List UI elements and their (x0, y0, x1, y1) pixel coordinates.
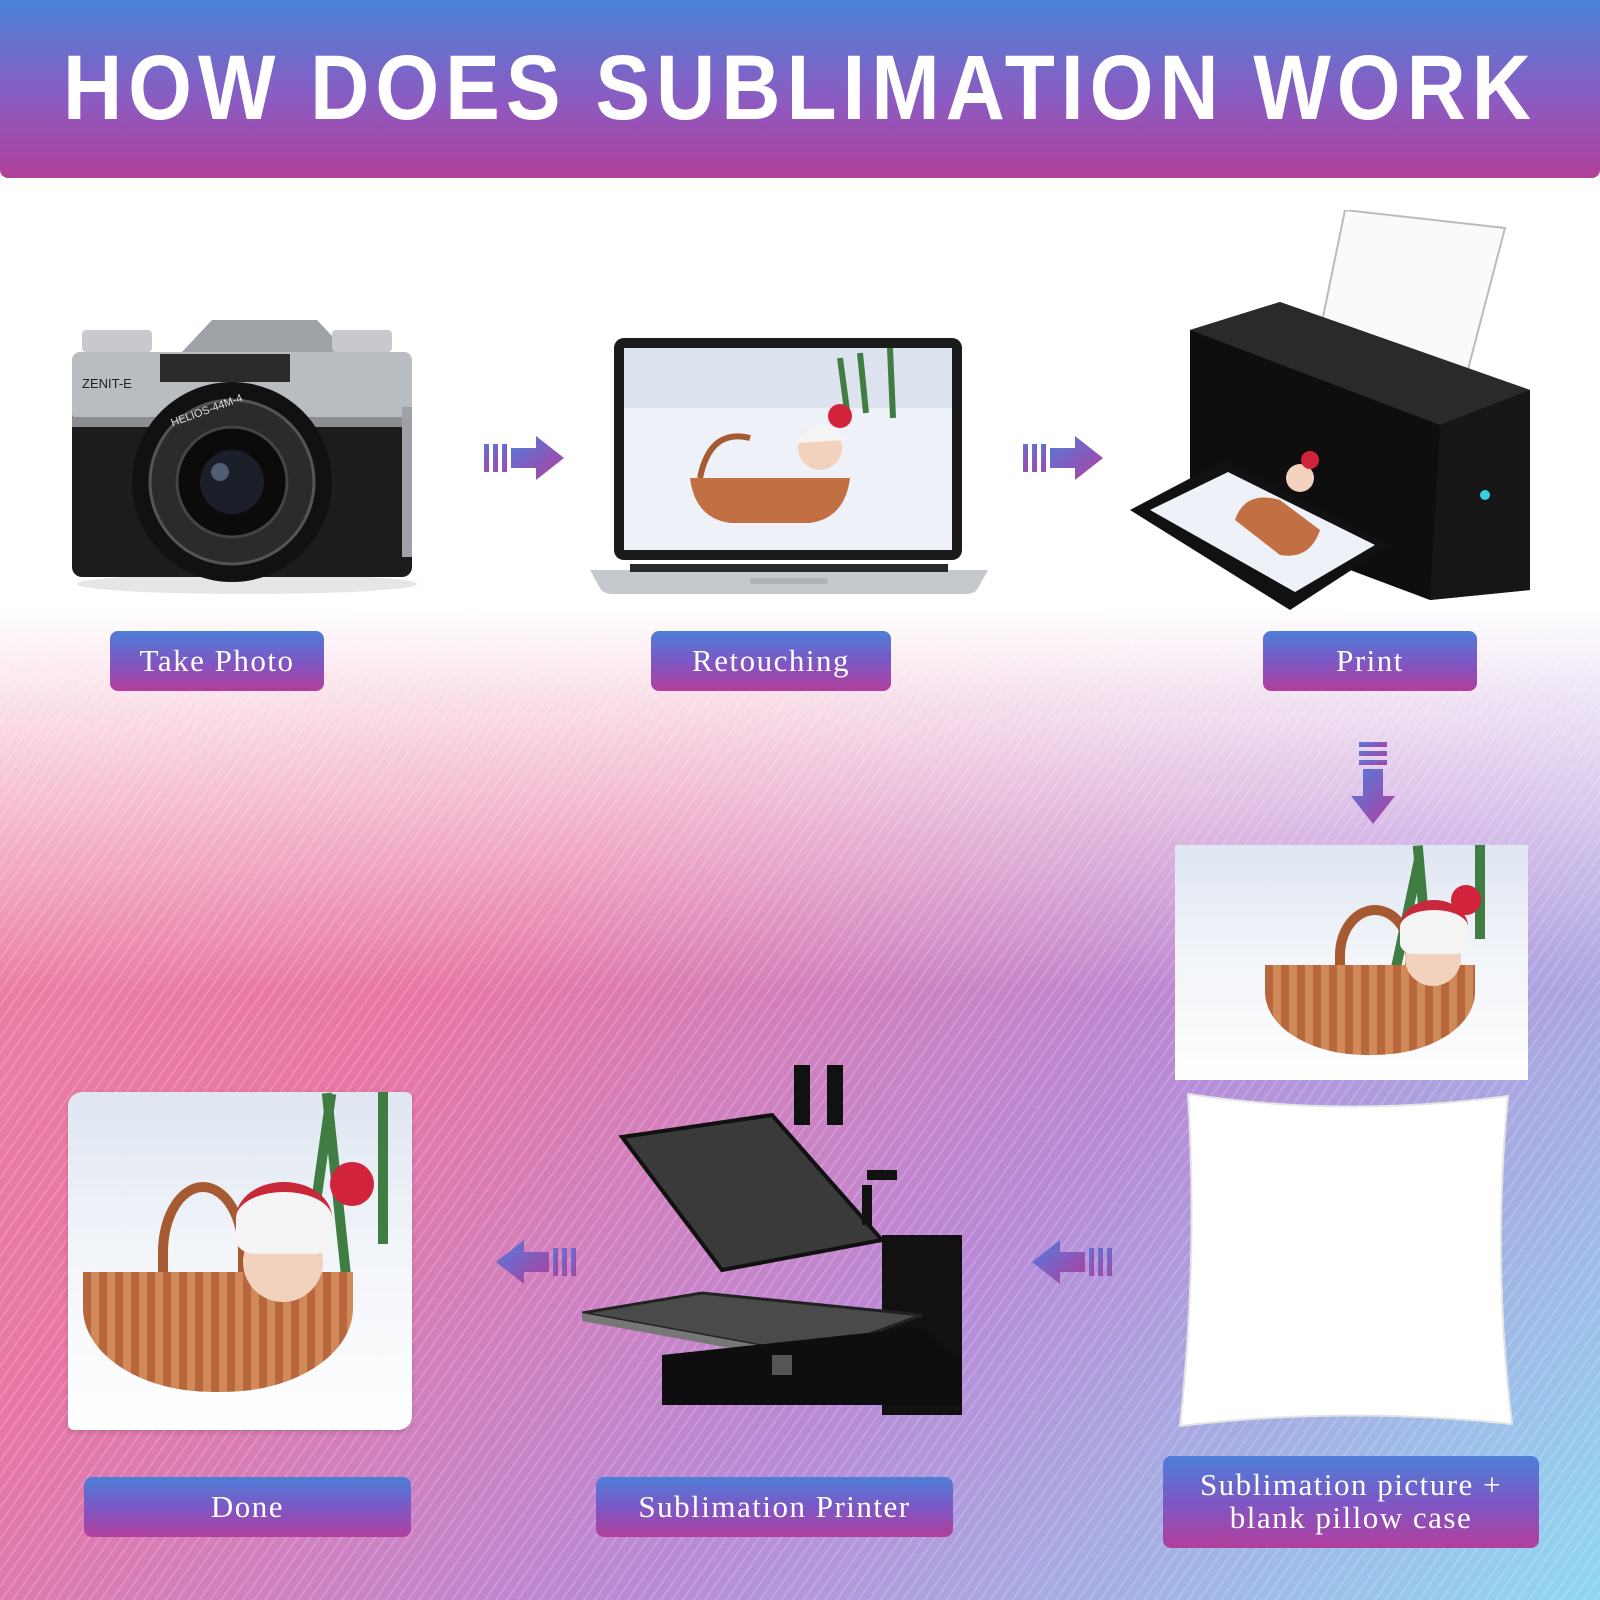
step-label-sublimation-printer: Sublimation Printer (596, 1477, 953, 1537)
printer-icon (1130, 210, 1530, 610)
title-banner: HOW DOES SUBLIMATION WORK (0, 0, 1600, 178)
step-label-retouching: Retouching (651, 631, 891, 691)
step-label-sublimation-picture-line1: Sublimation picture + (1199, 1467, 1503, 1503)
camera-icon: ZENIT-E HELIOS-44M-4 (72, 320, 417, 594)
arrow-down-icon (1351, 742, 1395, 824)
page-title: HOW DOES SUBLIMATION WORK (62, 37, 1538, 140)
printed-pillow (68, 1092, 412, 1430)
laptop-icon (590, 338, 988, 594)
step-label-sublimation-picture-line2: blank pillow case (1229, 1500, 1473, 1535)
blank-pillow (1178, 1092, 1514, 1428)
step-label-print: Print (1263, 631, 1477, 691)
arrow-left-icon (496, 1240, 576, 1284)
step-label-take-photo: Take Photo (110, 631, 324, 691)
heat-press-icon (582, 1065, 962, 1415)
camera-brand: ZENIT-E (82, 376, 132, 391)
arrow-right-icon (1023, 436, 1103, 480)
arrow-left-icon (1032, 1240, 1112, 1284)
step-label-sublimation-picture: Sublimation picture + blank pillow case (1163, 1456, 1539, 1548)
sublimation-photo (1175, 845, 1528, 1080)
arrow-right-icon (484, 436, 564, 480)
step-label-done: Done (84, 1477, 411, 1537)
